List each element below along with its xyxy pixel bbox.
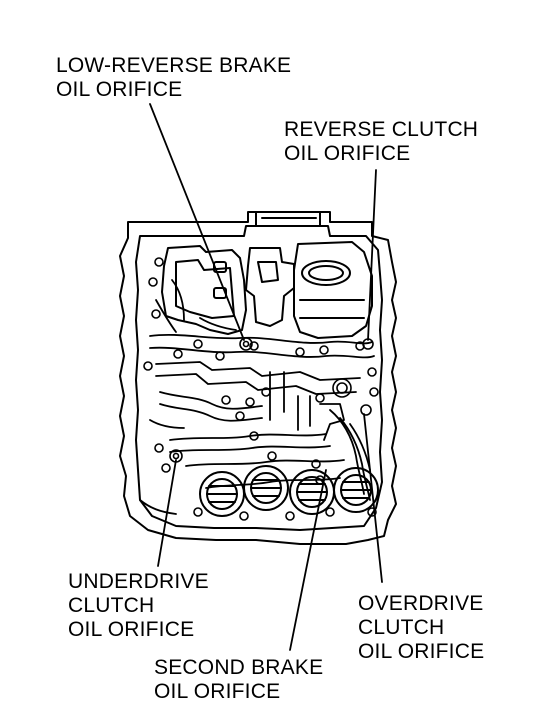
label-line: CLUTCH	[68, 594, 155, 617]
label-low-reverse-brake-oil-orifice: LOW-REVERSE BRAKE OIL ORIFICE	[56, 54, 291, 102]
valve-body-housing	[119, 211, 397, 545]
leader-reverse-clutch	[367, 169, 377, 341]
label-second-brake-oil-orifice: SECOND BRAKE OIL ORIFICE	[154, 656, 323, 704]
leader-overdrive-clutch	[363, 413, 383, 583]
leader-second-brake	[289, 469, 327, 651]
leader-low-reverse-brake	[149, 103, 245, 341]
label-line: OIL ORIFICE	[284, 142, 411, 165]
label-line: OIL ORIFICE	[154, 680, 281, 703]
label-underdrive-clutch-oil-orifice: UNDERDRIVE CLUTCH OIL ORIFICE	[68, 570, 209, 642]
label-line: SECOND BRAKE	[154, 656, 324, 679]
label-line: UNDERDRIVE	[68, 570, 209, 593]
label-line: OVERDRIVE	[358, 592, 484, 615]
leader-underdrive-clutch	[157, 459, 177, 567]
label-line: LOW-REVERSE BRAKE	[56, 54, 292, 77]
label-reverse-clutch-oil-orifice: REVERSE CLUTCH OIL ORIFICE	[284, 118, 478, 166]
label-line: CLUTCH	[358, 616, 445, 639]
label-line: OIL ORIFICE	[68, 618, 195, 641]
leader-lines	[149, 103, 383, 651]
label-line: OIL ORIFICE	[358, 640, 485, 663]
solenoid-bores	[199, 465, 379, 517]
upper-chambers	[161, 241, 373, 339]
label-line: REVERSE CLUTCH	[284, 118, 479, 141]
label-line: OIL ORIFICE	[56, 78, 183, 101]
label-overdrive-clutch-oil-orifice: OVERDRIVE CLUTCH OIL ORIFICE	[358, 592, 484, 664]
check-balls	[143, 257, 379, 521]
